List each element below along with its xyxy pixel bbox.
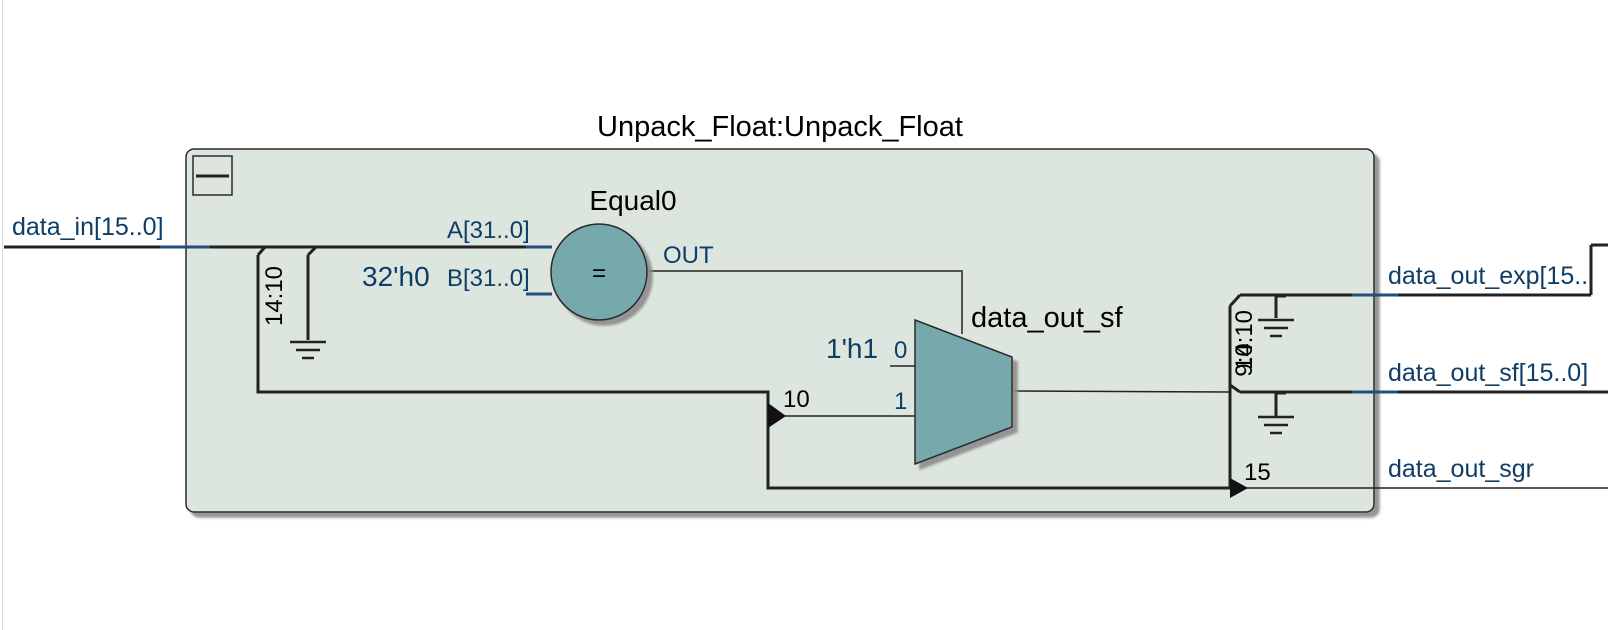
port-data-out-sgr[interactable]: data_out_sgr <box>1388 455 1534 483</box>
module-block[interactable] <box>185 148 1375 513</box>
mux-sel1: 1 <box>894 388 907 415</box>
canvas-left-border <box>2 0 3 630</box>
mux-data-out-sf[interactable] <box>914 318 1013 466</box>
comparator-const-b: 32'h0 <box>362 261 430 292</box>
module-title: Unpack_Float:Unpack_Float <box>597 111 963 143</box>
arrow-bit10 <box>768 403 786 428</box>
bit-label-10: 10 <box>783 386 810 413</box>
bit-label-15: 15 <box>1244 459 1271 486</box>
wire-mux-out <box>1013 390 1231 393</box>
port-data-out-sf[interactable]: data_out_sf[15..0] <box>1388 359 1588 387</box>
mux-const0: 1'h1 <box>826 333 878 364</box>
comparator-symbol: = <box>592 260 606 287</box>
wire-equal-out <box>648 270 963 334</box>
collapse-button[interactable] <box>192 155 233 196</box>
slice-label-sf: 9:0 <box>1231 343 1258 376</box>
mux-sel0: 0 <box>894 337 907 364</box>
port-data-in[interactable]: data_in[15..0] <box>12 213 164 241</box>
ground-icon <box>290 340 326 360</box>
port-data-out-exp[interactable]: data_out_exp[15.. <box>1388 262 1588 290</box>
ground-icon <box>1258 415 1294 435</box>
slice-label-in: 14:10 <box>261 266 288 326</box>
comparator-name: Equal0 <box>589 185 676 216</box>
comparator-port-a: A[31..0] <box>447 217 530 244</box>
comparator-port-b: B[31..0] <box>447 265 530 292</box>
ground-icon <box>1258 318 1294 338</box>
arrow-bit15 <box>1230 478 1248 498</box>
mux-name: data_out_sf <box>971 302 1124 334</box>
equal-comparator[interactable] <box>550 223 648 321</box>
comparator-port-out: OUT <box>663 242 714 269</box>
slice-label-exp: 14:10 <box>1231 310 1258 370</box>
